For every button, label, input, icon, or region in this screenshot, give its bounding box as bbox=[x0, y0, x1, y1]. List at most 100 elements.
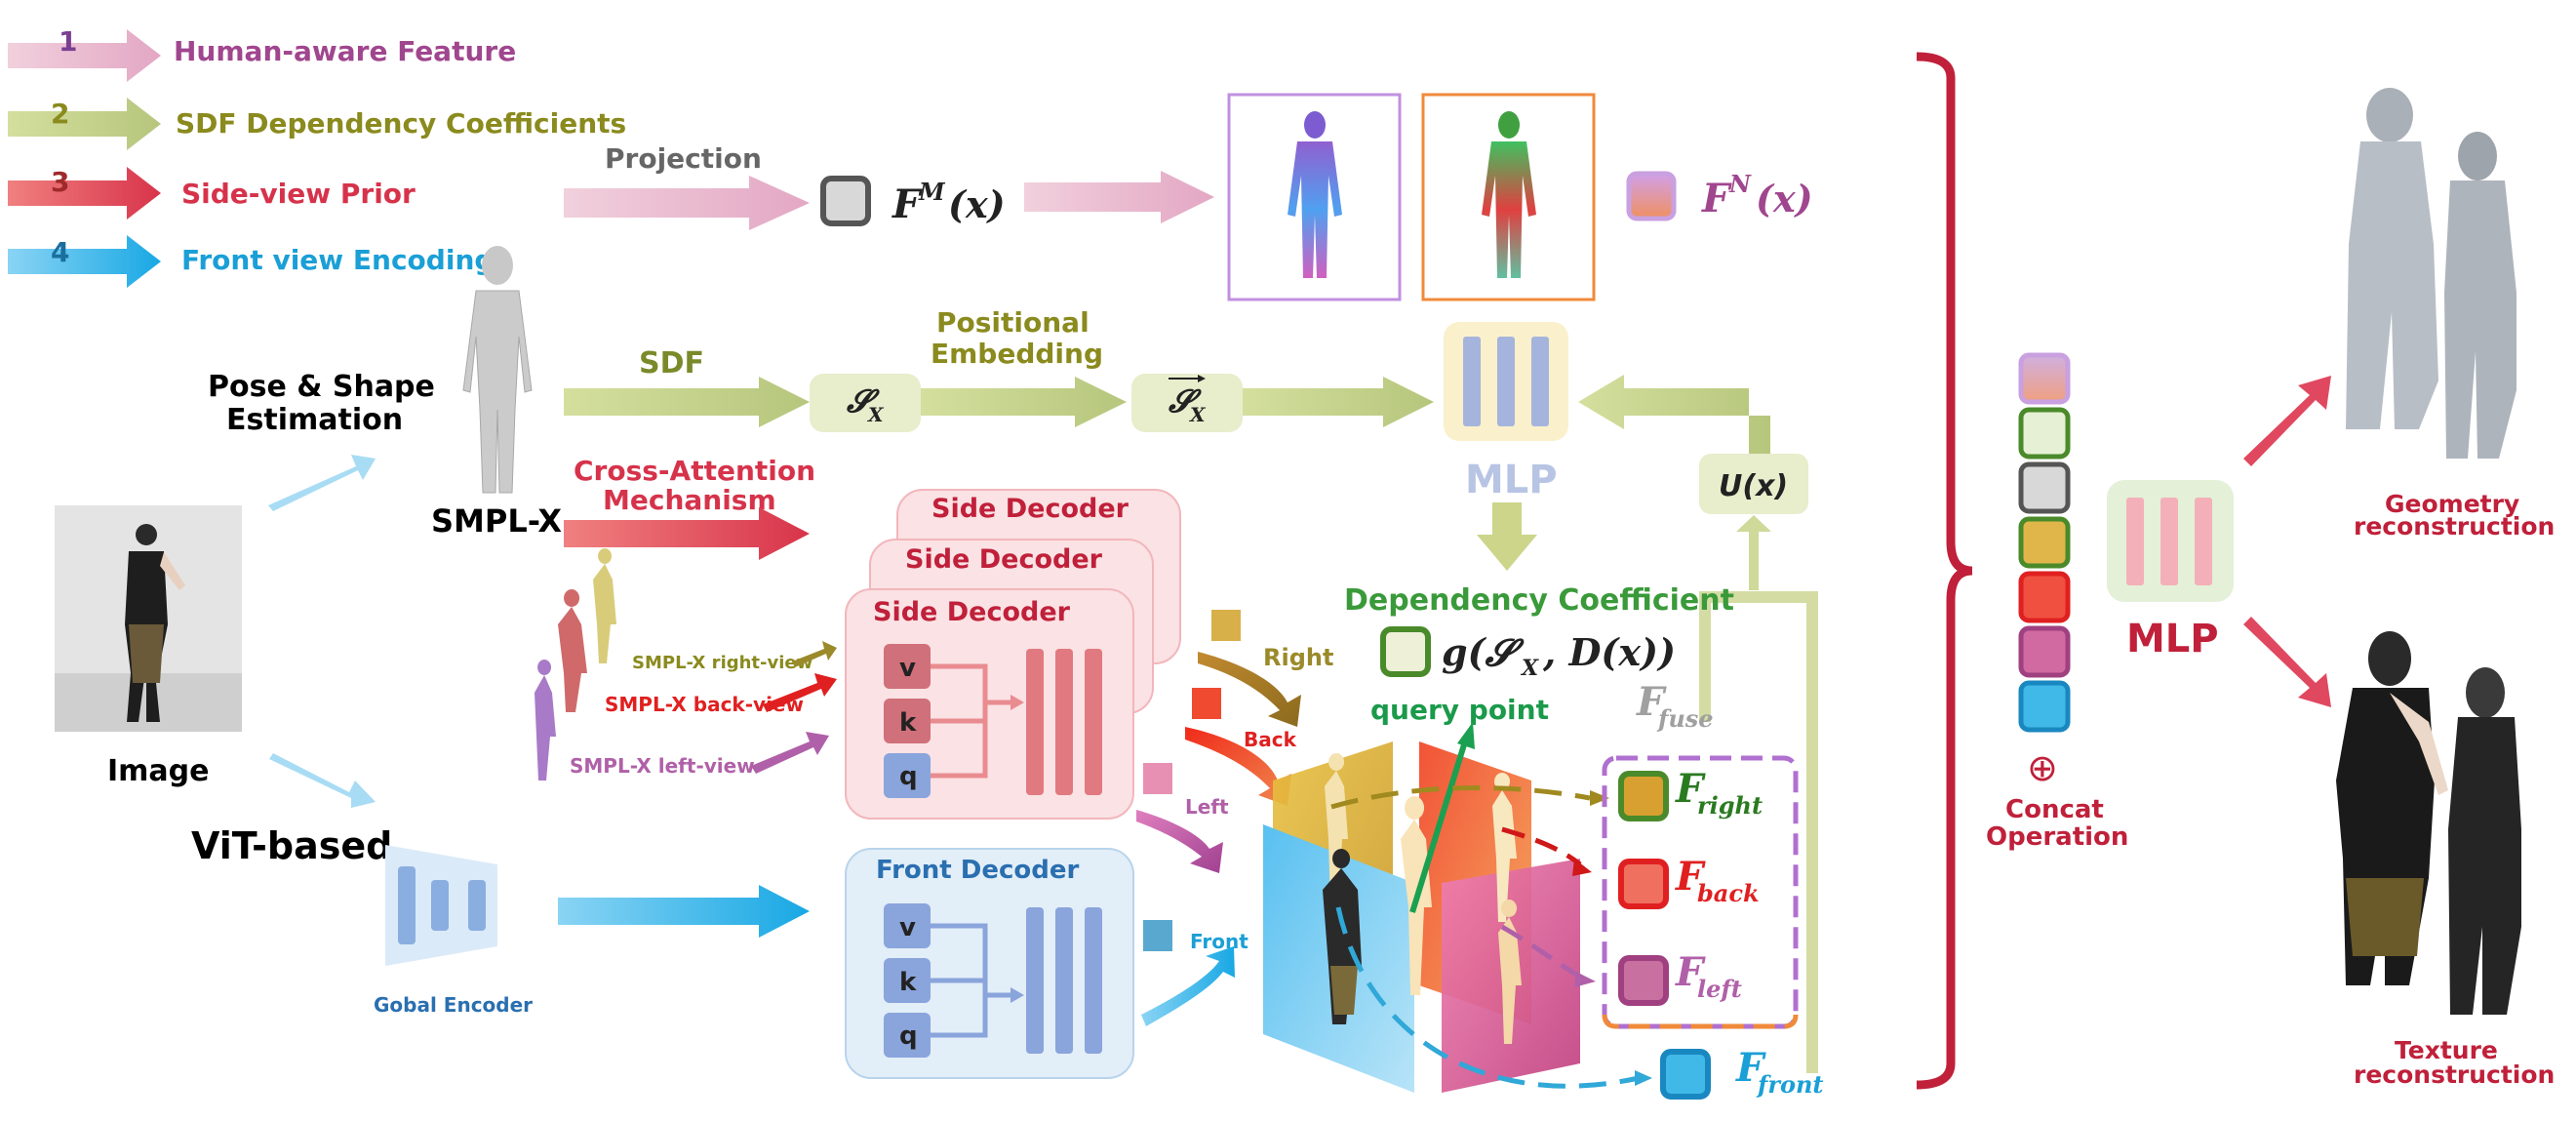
left-label: Left bbox=[1185, 795, 1229, 819]
front-label: Front bbox=[1190, 930, 1248, 953]
ux-label: U(x) bbox=[1719, 469, 1788, 503]
fn-square bbox=[1626, 171, 1677, 221]
front-decoder-label: Front Decoder bbox=[876, 856, 1080, 885]
cross-attn-label-2: Mechanism bbox=[603, 484, 776, 516]
query-point-arrow bbox=[1409, 741, 1468, 913]
side-decoder-label-3: Side Decoder bbox=[931, 494, 1129, 524]
texture-label-2: reconstruction bbox=[2354, 1061, 2555, 1089]
legend-label-4: Front view Encoding bbox=[181, 244, 494, 276]
global-encoder bbox=[385, 845, 497, 966]
smplx-label: SMPL-X bbox=[431, 502, 562, 540]
back-label: Back bbox=[1244, 728, 1297, 751]
fright-square bbox=[1618, 771, 1669, 821]
g-rest: , D(x)) bbox=[1542, 630, 1676, 674]
feature-planes bbox=[1263, 741, 1580, 1093]
smplx-body bbox=[462, 246, 533, 494]
side-decoder-label-2: Side Decoder bbox=[905, 544, 1103, 575]
concat-slot-4 bbox=[2018, 571, 2071, 623]
legend-label-1: Human-aware Feature bbox=[174, 35, 516, 67]
vit-to-front-arrow bbox=[558, 885, 810, 938]
left-view-arrow-in bbox=[751, 732, 829, 774]
sx-embed-box bbox=[1131, 374, 1243, 432]
pose-shape-label-1: Pose & Shape bbox=[208, 370, 435, 404]
legend-item-1: 1 Human-aware Feature bbox=[8, 25, 516, 82]
mlp-right bbox=[2107, 480, 2234, 602]
front-v: v bbox=[899, 913, 916, 942]
fright-symbol: F bbox=[1675, 766, 1706, 812]
concat-bracket bbox=[1916, 52, 1973, 1090]
side-decoder-label-1: Side Decoder bbox=[873, 597, 1071, 627]
vit-label: ViT-based bbox=[191, 824, 392, 867]
mlp-to-geometry-arrow bbox=[2243, 376, 2331, 466]
side-features-box-bottom bbox=[1602, 1014, 1799, 1029]
concat-label-2: Operation bbox=[1986, 822, 2128, 852]
normal-body-2 bbox=[1482, 111, 1536, 278]
fn-arg: (x) bbox=[1756, 177, 1813, 220]
ffuse-sub: fuse bbox=[1656, 704, 1714, 733]
fleft-square bbox=[1618, 955, 1669, 1006]
image-label: Image bbox=[107, 754, 210, 788]
dash-left-arrowhead bbox=[1574, 972, 1596, 987]
side-q: q bbox=[899, 762, 918, 791]
fm-symbol: F bbox=[892, 181, 923, 227]
person-silhouette bbox=[125, 524, 185, 722]
fm-to-renders-arrow bbox=[1024, 171, 1214, 223]
fn-sup: N bbox=[1728, 170, 1752, 198]
fuse-to-ux-arrow bbox=[1736, 515, 1771, 590]
projection-arrow bbox=[564, 176, 810, 230]
dependency-square bbox=[1380, 626, 1431, 677]
ux-box bbox=[1699, 454, 1808, 514]
back-view-arrow-in bbox=[763, 673, 837, 712]
sx-embed-sub: X bbox=[1188, 403, 1207, 426]
fright-sub: right bbox=[1697, 791, 1763, 820]
side-v: v bbox=[899, 654, 916, 683]
sdf-arrow bbox=[564, 377, 810, 427]
concat-slot-3 bbox=[2018, 516, 2071, 569]
right-arrow-out bbox=[1198, 652, 1301, 727]
side-k-box bbox=[884, 699, 931, 743]
arrow-image-to-vit bbox=[269, 753, 376, 808]
dash-front bbox=[1335, 906, 1640, 1089]
front-q: q bbox=[899, 1021, 918, 1051]
embed-to-mlp-arrow bbox=[1243, 377, 1434, 427]
dash-left bbox=[1500, 924, 1584, 981]
positional-label-1: Positional bbox=[936, 306, 1090, 339]
legend: 1 Human-aware Feature 2 SDF Dependency C… bbox=[8, 25, 626, 288]
legend-num-2: 2 bbox=[51, 98, 69, 130]
back-arrow-out bbox=[1185, 727, 1291, 806]
ffront-sub: front bbox=[1756, 1070, 1824, 1099]
view-outputs: Right Back Left Front bbox=[1136, 610, 1333, 1026]
dash-back-arrowhead bbox=[1572, 859, 1592, 876]
side-k: k bbox=[899, 708, 917, 738]
ffuse-symbol: F bbox=[1636, 679, 1667, 725]
ffront-symbol: F bbox=[1735, 1045, 1766, 1091]
dash-right bbox=[1330, 784, 1591, 810]
sx-box bbox=[810, 374, 921, 432]
fback-symbol: F bbox=[1675, 854, 1706, 900]
positional-arrow bbox=[921, 377, 1127, 427]
global-encoder-label: Gobal Encoder bbox=[374, 993, 533, 1017]
legend-num-4: 4 bbox=[51, 236, 69, 268]
geometry-label-2: reconstruction bbox=[2354, 512, 2555, 540]
arrow-image-to-pose bbox=[268, 455, 376, 511]
dependency-label: Dependency Coefficient bbox=[1344, 583, 1734, 618]
input-image: Image bbox=[55, 505, 242, 788]
mlp-middle bbox=[1444, 322, 1568, 441]
concat-slot-6 bbox=[2018, 680, 2071, 733]
side-decoder-stack: Side Decoder Side Decoder Side Decoder v… bbox=[845, 489, 1181, 820]
positional-label-2: Embedding bbox=[931, 338, 1103, 370]
cross-attn-arrow bbox=[564, 507, 810, 560]
mlp-middle-label: MLP bbox=[1465, 458, 1558, 502]
normal-body-1 bbox=[1288, 111, 1342, 278]
concat-slot-2 bbox=[2018, 461, 2071, 514]
pose-shape-label-2: Estimation bbox=[226, 403, 403, 437]
fm-arg: (x) bbox=[948, 182, 1006, 226]
smplx-right-label: SMPL-X right-view bbox=[632, 653, 812, 673]
ffront-square bbox=[1660, 1049, 1711, 1100]
left-arrow-out bbox=[1136, 810, 1223, 873]
projection-label: Projection bbox=[605, 142, 762, 175]
g-sub: X bbox=[1520, 656, 1539, 681]
mlp-right-label: MLP bbox=[2126, 617, 2219, 661]
texture-reconstruction bbox=[2336, 631, 2521, 1015]
side-v-box bbox=[884, 644, 931, 689]
